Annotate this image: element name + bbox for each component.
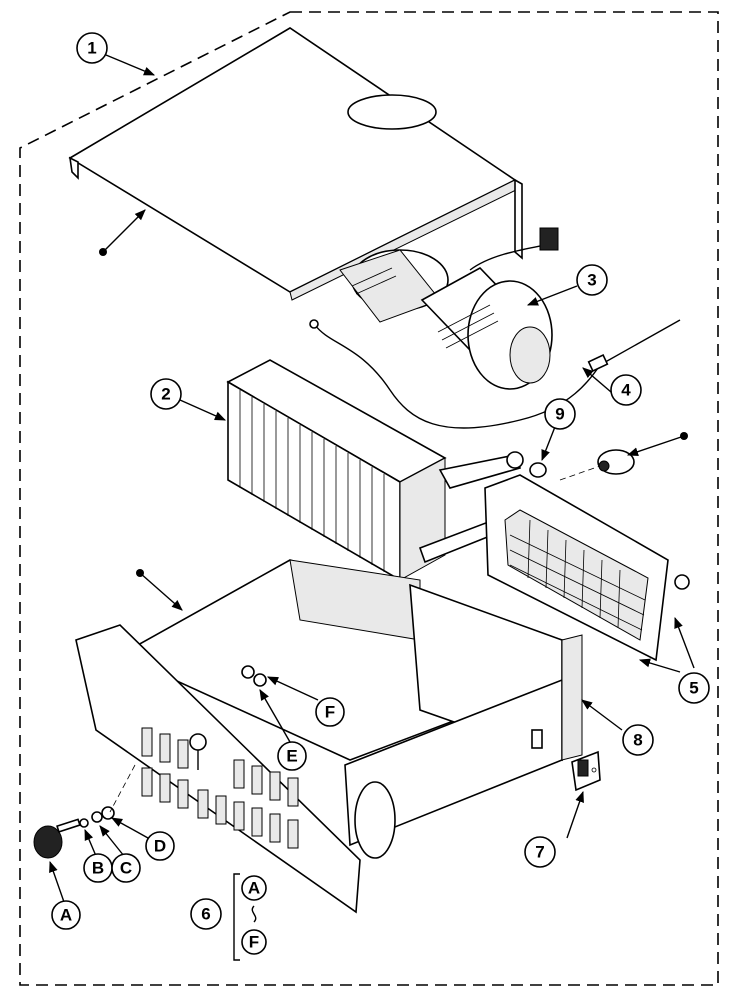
callout-2: 2 [150,378,182,410]
svg-text:6: 6 [201,905,210,924]
callout-a: A [51,900,81,930]
water-valve [597,449,635,475]
svg-text:4: 4 [621,381,631,400]
alignment-line [559,465,601,481]
svg-text:A: A [60,906,72,925]
callout-4: 4 [610,374,642,406]
alignment-line [109,764,136,813]
kit-outline-dashed [19,11,719,986]
callout-9: 9 [544,398,576,430]
blower-assembly [339,227,559,390]
callout-7: 7 [524,836,556,868]
svg-text:B: B [92,859,104,878]
o-ring [529,462,547,478]
svg-text:D: D [154,837,166,856]
cover-vent-hole [347,94,437,130]
louver-grille [484,474,690,662]
callout-5: 5 [678,672,710,704]
heater-core [226,359,529,582]
front-panel [75,624,361,914]
callout-8: 8 [622,724,654,756]
callout-b: B [83,853,113,883]
callout-3: 3 [576,264,608,296]
kit-range-start: A [248,879,260,898]
svg-text:3: 3 [587,271,596,290]
callout-c: C [111,853,141,883]
core-fins [239,390,385,572]
callout-e: E [277,741,307,771]
rocker-switch [571,750,601,792]
control-knob [33,806,115,859]
control-knob-stem [189,733,207,770]
svg-text:F: F [325,703,335,722]
svg-text:1: 1 [87,39,96,58]
svg-text:7: 7 [535,843,544,862]
tilde-icon [251,905,257,923]
svg-text:9: 9 [555,405,564,424]
front-vent-slots [141,727,299,849]
callout-f: F [315,697,345,727]
kit-range-bracket: A F [233,873,267,961]
kit-range-end: F [249,933,259,952]
callout-d: D [145,831,175,861]
svg-text:5: 5 [689,679,698,698]
callout-6: 6 [190,898,222,930]
svg-text:C: C [120,859,132,878]
wire-harness [309,319,681,429]
heater-housing [118,559,583,859]
svg-text:2: 2 [161,385,170,404]
svg-text:E: E [286,747,297,766]
callout-1: 1 [76,32,108,64]
svg-text:8: 8 [633,731,642,750]
